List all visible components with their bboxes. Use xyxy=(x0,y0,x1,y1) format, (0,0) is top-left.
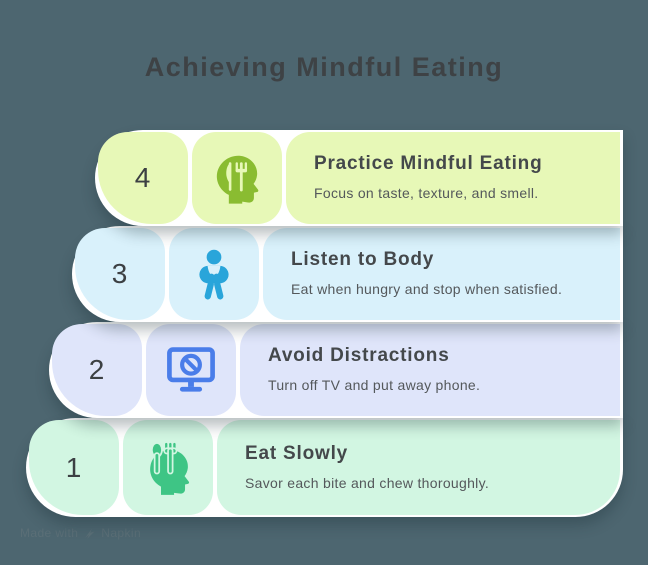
step-title: Practice Mindful Eating xyxy=(314,153,543,175)
step-icon-cell xyxy=(123,420,213,515)
step-description: Eat when hungry and stop when satisfied. xyxy=(291,281,563,298)
step-icon-cell xyxy=(169,228,259,320)
step-description: Savor each bite and chew thoroughly. xyxy=(245,474,490,491)
step-text-cell: Eat Slowly Savor each bite and chew thor… xyxy=(217,420,620,515)
napkin-watermark: Made with Napkin xyxy=(20,526,141,540)
page-title: Achieving Mindful Eating xyxy=(144,52,504,82)
step-icon-cell xyxy=(192,132,282,224)
step-row-2: 2 Avoid Distractions Turn off TV and put… xyxy=(49,322,623,418)
step-number-badge: 1 xyxy=(29,420,119,515)
step-description: Focus on taste, texture, and smell. xyxy=(314,185,539,202)
step-row-4: 4 Practice Mindful Eating Focus on taste… xyxy=(95,130,623,226)
step-text-cell: Practice Mindful Eating Focus on taste, … xyxy=(286,132,620,224)
watermark-prefix: Made with xyxy=(20,526,79,540)
step-number-badge: 2 xyxy=(52,324,142,416)
step-number-badge: 3 xyxy=(75,228,165,320)
step-number-badge: 4 xyxy=(98,132,188,224)
watermark-brand: Napkin xyxy=(101,526,142,540)
step-title: Listen to Body xyxy=(291,249,435,271)
step-text-cell: Avoid Distractions Turn off TV and put a… xyxy=(240,324,620,416)
step-text-cell: Listen to Body Eat when hungry and stop … xyxy=(263,228,620,320)
step-icon-cell xyxy=(146,324,236,416)
head-fork-knife-icon xyxy=(216,155,259,204)
step-title: Eat Slowly xyxy=(245,442,349,464)
step-row-3: 3 Listen to Body Eat when hungry and sto… xyxy=(72,226,623,322)
napkin-logo-icon xyxy=(85,527,95,539)
step-title: Avoid Distractions xyxy=(268,345,450,367)
step-description: Turn off TV and put away phone. xyxy=(268,377,481,394)
no-tv-icon xyxy=(167,347,215,392)
body-listen-icon xyxy=(199,249,229,300)
step-row-1: 1 Eat Slowly Savor xyxy=(26,418,623,517)
head-spoon-fork-icon xyxy=(150,440,190,495)
